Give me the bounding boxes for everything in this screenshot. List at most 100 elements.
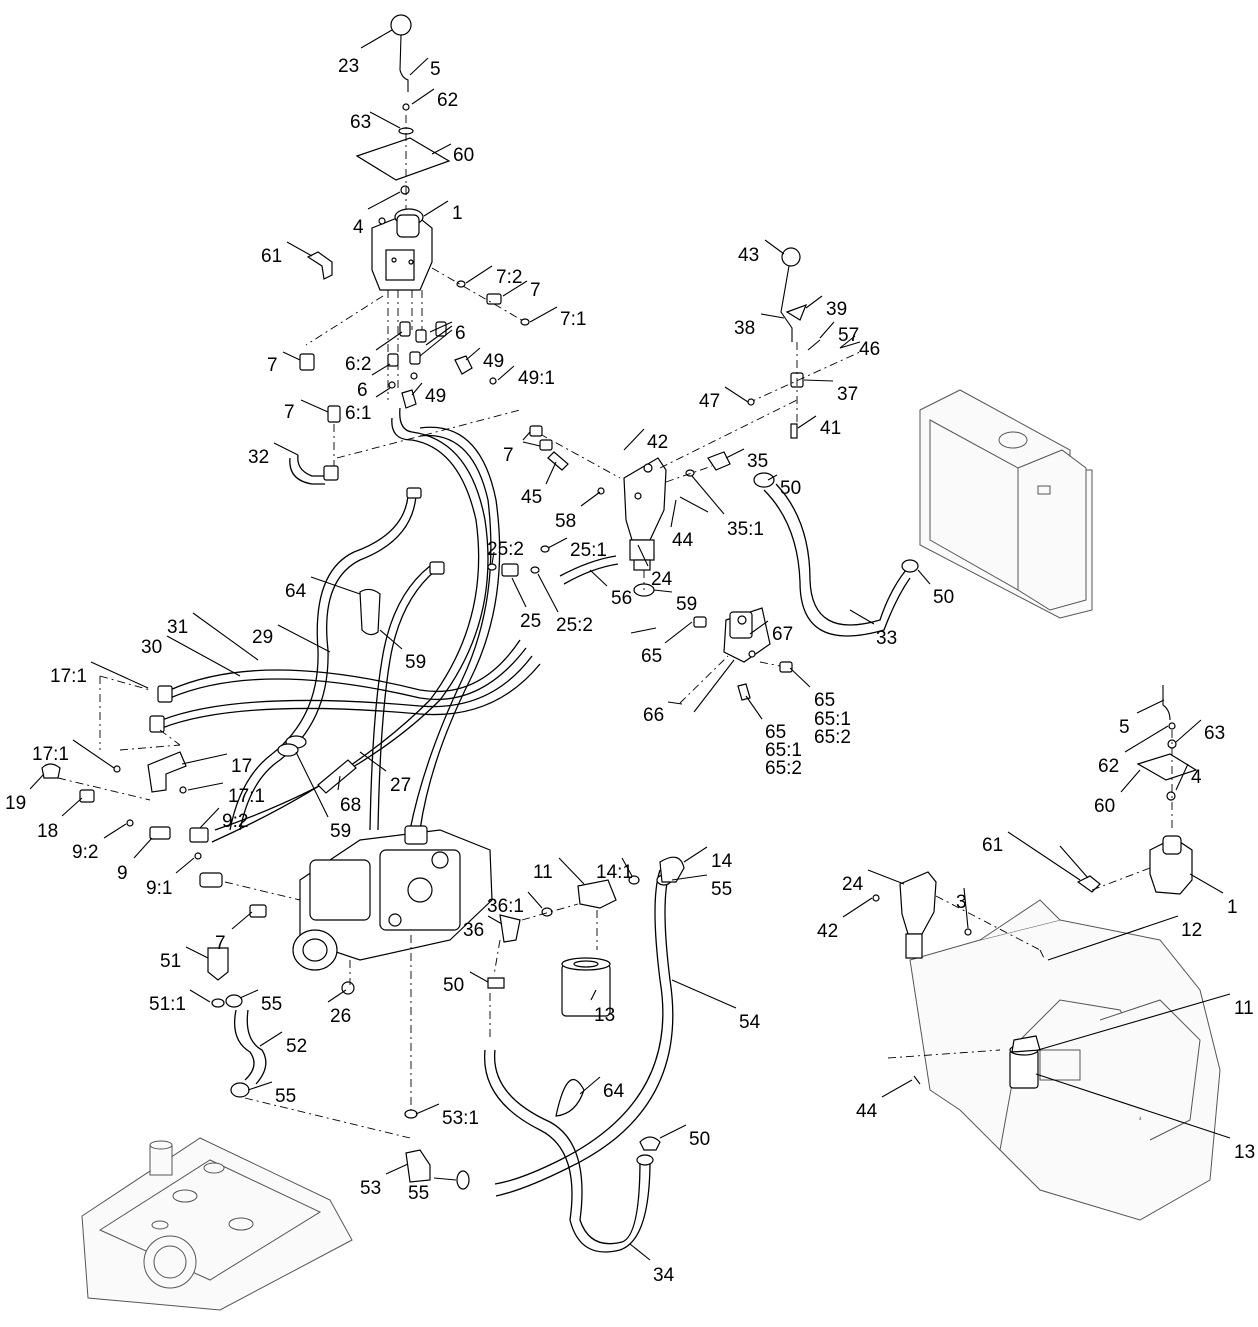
callout-c61c: 61: [982, 835, 1003, 856]
callout-c3: 3: [956, 892, 967, 913]
callout-c62b: 6:2: [345, 354, 371, 375]
callout-c17: 17: [231, 756, 252, 777]
callout-c67: 67: [772, 624, 793, 645]
callout-c49a: 49: [483, 351, 504, 372]
callout-c63b: 63: [1204, 723, 1225, 744]
callout-c37: 37: [837, 384, 858, 405]
callout-c66: 66: [643, 705, 664, 726]
callout-c252a: 25:2: [487, 539, 524, 560]
callout-c65a: 65: [641, 646, 662, 667]
callout-c13a: 13: [594, 1005, 615, 1026]
leader-lines: [29, 29, 1231, 1261]
control-valve-24-right: [899, 871, 937, 959]
callout-c7a: 7: [530, 280, 541, 301]
callout-c31: 31: [167, 617, 188, 638]
callout-c64a: 64: [285, 581, 307, 602]
callout-c652a: 65:2: [814, 727, 851, 748]
callout-c141: 14:1: [596, 862, 633, 883]
callout-c252b: 25:2: [556, 615, 593, 636]
callout-c19: 19: [5, 793, 26, 814]
callout-c651b: 65:1: [765, 740, 802, 761]
callout-c71: 7:1: [560, 309, 586, 330]
callout-c60a: 60: [453, 145, 474, 166]
callout-c49b: 49: [425, 386, 446, 407]
machine-frame: [909, 899, 1221, 1221]
hydraulic-filter-13: [561, 957, 611, 1017]
callout-c50a: 50: [780, 478, 801, 499]
callout-c4a: 4: [353, 217, 364, 238]
callout-c7c: 7: [284, 402, 295, 423]
callout-c5a: 5: [430, 59, 441, 80]
callout-c53: 53: [360, 1178, 381, 1199]
callout-c64b: 64: [603, 1081, 625, 1102]
callout-c25: 25: [520, 611, 541, 632]
callout-c1b: 1: [1227, 897, 1238, 918]
callout-c50d: 50: [689, 1129, 710, 1150]
callout-c171c: 17:1: [228, 786, 265, 807]
callout-c12: 12: [1181, 920, 1202, 941]
control-valve-top: [371, 208, 433, 291]
callout-c7e: 7: [215, 933, 226, 954]
callout-c351: 35:1: [727, 519, 764, 540]
callout-c60b: 60: [1094, 796, 1115, 817]
callout-c35: 35: [747, 451, 768, 472]
callout-c62c: 62: [1098, 756, 1119, 777]
callout-c4b: 4: [1191, 767, 1202, 788]
callout-c58: 58: [555, 511, 576, 532]
callout-c68: 68: [340, 795, 361, 816]
hydraulic-reservoir: [81, 1137, 353, 1311]
callout-c30: 30: [141, 637, 162, 658]
callout-c171b: 17:1: [32, 744, 69, 765]
hydraulic-pump: [199, 825, 493, 971]
callout-c55b: 55: [261, 994, 282, 1015]
callout-c5b: 5: [1119, 717, 1130, 738]
diagram-artwork: [41, 14, 1221, 1311]
callout-c13b: 13: [1234, 1142, 1255, 1163]
callout-c55a: 55: [711, 879, 732, 900]
callout-c39: 39: [826, 299, 847, 320]
callout-c51: 51: [160, 951, 181, 972]
callout-c46: 46: [859, 339, 880, 360]
callout-c54: 54: [739, 1012, 761, 1033]
callout-c52: 52: [286, 1036, 307, 1057]
callout-c18: 18: [37, 821, 58, 842]
callout-c62a: 62: [437, 90, 458, 111]
callout-c59b: 59: [405, 652, 426, 673]
control-valve-right: [1149, 835, 1193, 895]
callout-c24b: 24: [842, 874, 864, 895]
callout-c45: 45: [521, 487, 542, 508]
callout-c50c: 50: [443, 975, 464, 996]
callout-c6b: 6: [357, 380, 368, 401]
callout-c491: 49:1: [518, 368, 555, 389]
callout-c61b: 6:1: [345, 403, 371, 424]
callout-c34: 34: [653, 1265, 675, 1286]
callout-c7d: 7: [503, 445, 514, 466]
callout-c56: 56: [611, 588, 632, 609]
callout-c14: 14: [711, 851, 733, 872]
callout-c50b: 50: [933, 587, 954, 608]
callout-c6a: 6: [455, 323, 466, 344]
callout-c41: 41: [820, 418, 841, 439]
callout-c57: 57: [838, 325, 859, 346]
callout-c59c: 59: [330, 821, 351, 842]
callout-c7b: 7: [267, 355, 278, 376]
callout-c55d: 55: [408, 1183, 429, 1204]
callout-c171a: 17:1: [50, 666, 87, 687]
callout-c72: 7:2: [496, 267, 522, 288]
callout-c44b: 44: [856, 1101, 878, 1122]
callout-c55c: 55: [275, 1086, 296, 1107]
callout-c92b: 9:2: [72, 842, 98, 863]
callout-c531: 53:1: [442, 1108, 479, 1129]
callout-c11a: 11: [533, 862, 553, 883]
callout-c44a: 44: [672, 530, 694, 551]
callout-c24a: 24: [651, 569, 673, 590]
callout-c63a: 63: [350, 112, 371, 133]
control-valve-24: [623, 457, 667, 571]
callout-c42a: 42: [647, 432, 668, 453]
callout-c33: 33: [876, 628, 897, 649]
callout-c29: 29: [252, 627, 273, 648]
radiator: [919, 389, 1093, 619]
callout-c1a: 1: [452, 203, 463, 224]
callout-c32: 32: [248, 447, 269, 468]
